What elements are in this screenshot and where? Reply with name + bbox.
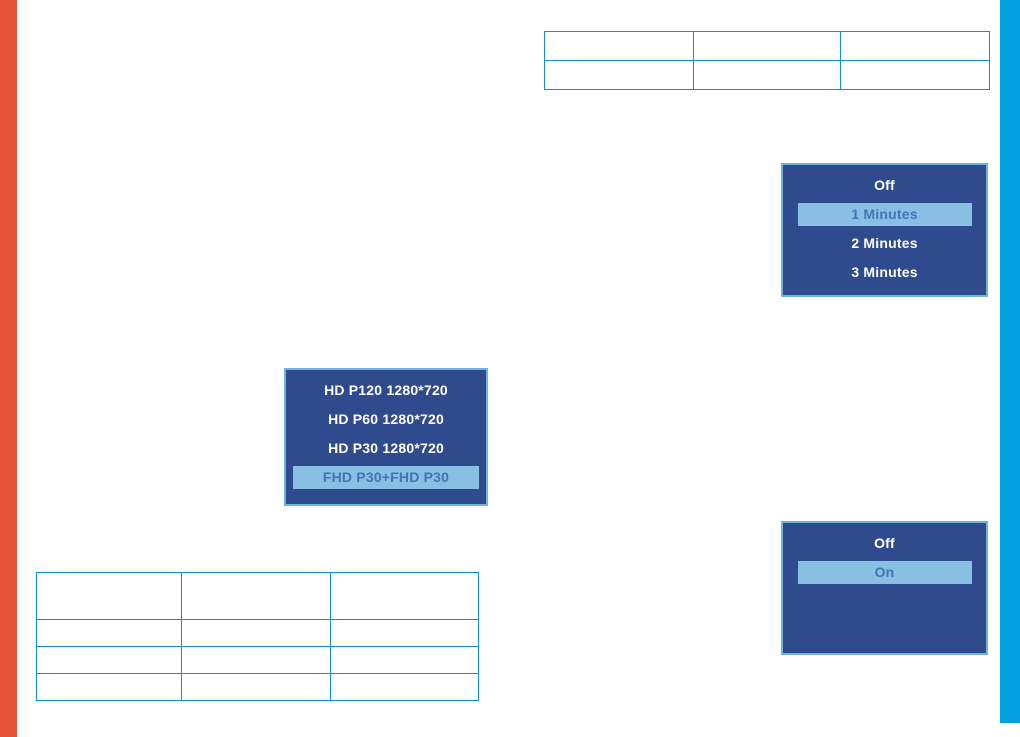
table-cell[interactable] — [36, 646, 182, 674]
table-cell[interactable] — [181, 572, 331, 620]
table-cell[interactable] — [544, 31, 694, 61]
option-item-3-minutes[interactable]: 3 Minutes — [851, 264, 918, 280]
option-item-on[interactable]: On — [797, 561, 972, 584]
resolution-option-panel[interactable]: HD P120 1280*720 HD P60 1280*720 HD P30 … — [284, 368, 488, 506]
table-cell[interactable] — [330, 673, 479, 701]
table-cell[interactable] — [693, 60, 841, 90]
sleep-timer-option-panel[interactable]: Off 1 Minutes 2 Minutes 3 Minutes — [781, 163, 988, 297]
table-cell[interactable] — [840, 31, 990, 61]
table-row — [36, 646, 479, 674]
onoff-option-panel[interactable]: Off On — [781, 521, 988, 655]
table-row — [36, 673, 479, 701]
table-cell[interactable] — [330, 646, 479, 674]
table-cell[interactable] — [693, 31, 841, 61]
table-row — [36, 572, 479, 620]
option-item-fhd-p30-plus-fhd-p30[interactable]: FHD P30+FHD P30 — [293, 466, 479, 489]
table-row — [36, 619, 479, 647]
bottom-data-table — [36, 572, 479, 701]
option-item-hd-p120[interactable]: HD P120 1280*720 — [324, 382, 448, 398]
top-data-table — [544, 31, 990, 90]
table-cell[interactable] — [36, 673, 182, 701]
table-cell[interactable] — [36, 572, 182, 620]
option-item-hd-p60[interactable]: HD P60 1280*720 — [328, 411, 444, 427]
table-cell[interactable] — [330, 619, 479, 647]
option-item-1-minutes[interactable]: 1 Minutes — [797, 203, 972, 226]
table-cell[interactable] — [36, 619, 182, 647]
table-cell[interactable] — [181, 619, 331, 647]
left-accent-bar — [0, 0, 17, 737]
right-accent-bar — [1000, 0, 1020, 723]
table-row — [544, 60, 990, 90]
top-data-table-body — [544, 31, 990, 90]
table-cell[interactable] — [840, 60, 990, 90]
option-item-off[interactable]: Off — [874, 535, 895, 551]
table-row — [544, 31, 990, 61]
table-cell[interactable] — [181, 646, 331, 674]
table-cell[interactable] — [544, 60, 694, 90]
bottom-data-table-body — [36, 572, 479, 701]
option-item-off[interactable]: Off — [874, 177, 895, 193]
table-cell[interactable] — [330, 572, 479, 620]
option-item-hd-p30[interactable]: HD P30 1280*720 — [328, 440, 444, 456]
option-item-2-minutes[interactable]: 2 Minutes — [851, 235, 918, 251]
table-cell[interactable] — [181, 673, 331, 701]
